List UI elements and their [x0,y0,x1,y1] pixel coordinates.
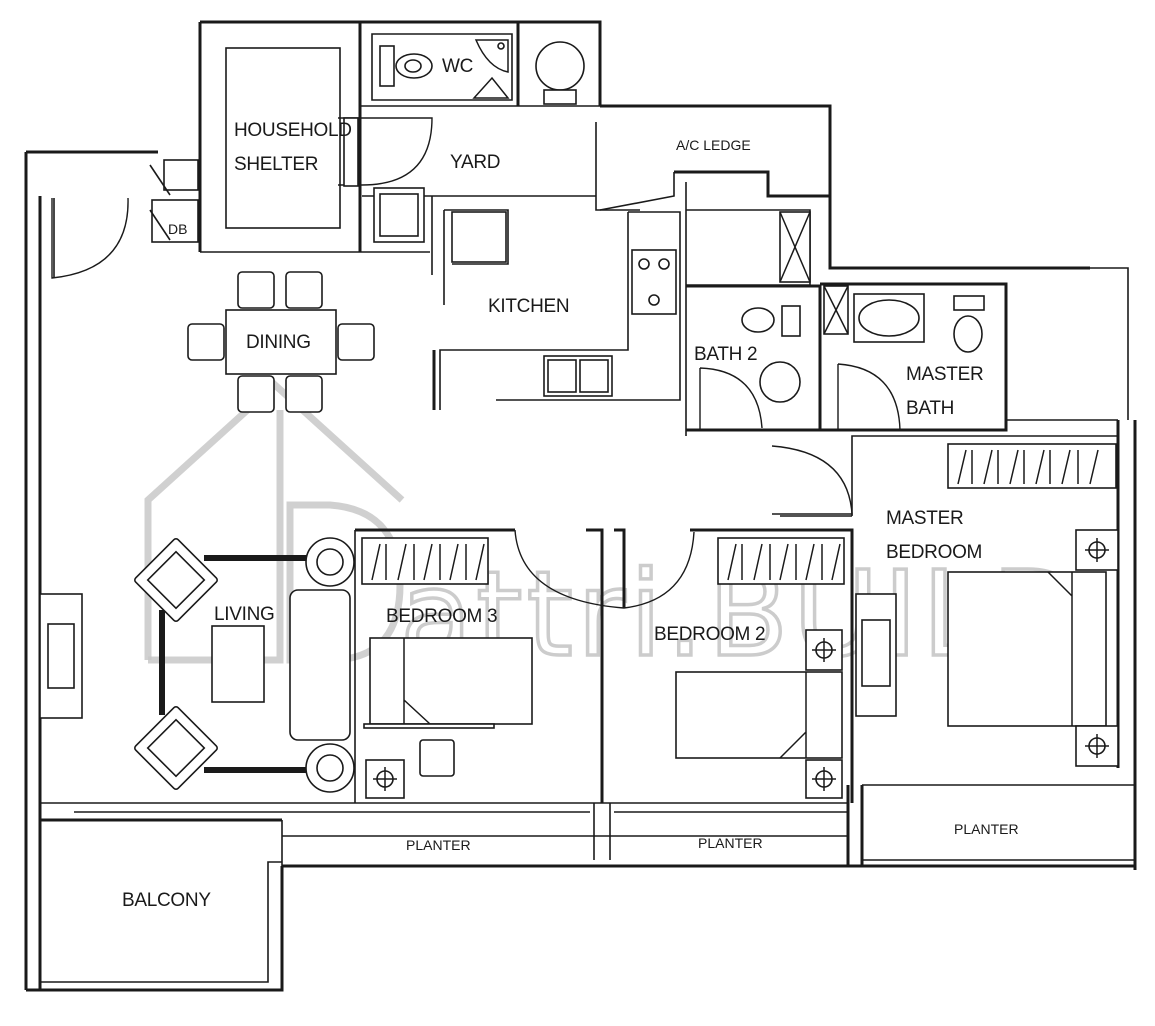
bath2-door [699,367,763,430]
bedroom-walls [354,435,1118,803]
master-bedroom-door [771,445,853,515]
label-db: DB [168,221,187,237]
bath2-toilet [741,307,775,333]
label-bedroom2: BEDROOM 2 [654,624,765,645]
household-shelter-box [225,47,341,229]
label-living: LIVING [214,604,275,625]
label-planter-3: PLANTER [954,821,1019,837]
label-bath2: BATH 2 [694,344,757,365]
bath2-basin [759,361,801,403]
label-master-bath-2: BATH [906,398,954,419]
entrance-door [51,197,129,279]
label-household-shelter-2: SHELTER [234,154,318,175]
coffee-table [211,625,265,703]
room-labels: HOUSEHOLD SHELTER WC YARD A/C LEDGE DB K… [122,56,1019,911]
label-wc: WC [442,56,473,77]
bedroom3-door [514,529,625,609]
master-wardrobe [947,443,1117,489]
fridge [451,211,507,263]
yard-door [361,117,433,186]
label-bedroom3: BEDROOM 3 [386,606,497,627]
service-block [51,22,640,279]
sofa [289,589,351,741]
master-bedroom-furniture [855,443,1119,767]
label-ac-ledge: A/C LEDGE [676,137,751,153]
label-balcony: BALCONY [122,890,211,911]
label-master-bedroom-1: MASTER [886,508,963,529]
dining-set [187,271,375,413]
bedroom3-furniture [361,537,533,799]
label-planter-2: PLANTER [698,835,763,851]
label-yard: YARD [450,152,500,173]
master-bath-toilet [953,315,983,353]
master-bath-door [837,363,901,431]
bedroom2-bed [675,671,843,759]
label-master-bedroom-2: BEDROOM [886,542,982,563]
outer-walls [24,20,1137,992]
label-planter-1: PLANTER [406,837,471,853]
bedroom2-furniture [675,537,845,799]
label-kitchen: KITCHEN [488,296,569,317]
db-box [151,199,199,243]
living-set [39,537,355,793]
kitchen-block [431,196,681,410]
label-household-shelter-1: HOUSEHOLD [234,120,352,141]
bedroom3-bed [369,637,533,725]
dining-table [225,309,337,375]
wc-basin [474,39,509,73]
master-bed [947,571,1107,727]
water-heater [535,41,585,91]
label-dining: DINING [246,332,311,353]
bedroom2-door [623,531,695,609]
wc-cistern [379,45,395,87]
bedroom3-chair [419,739,455,777]
label-master-bath-1: MASTER [906,364,983,385]
